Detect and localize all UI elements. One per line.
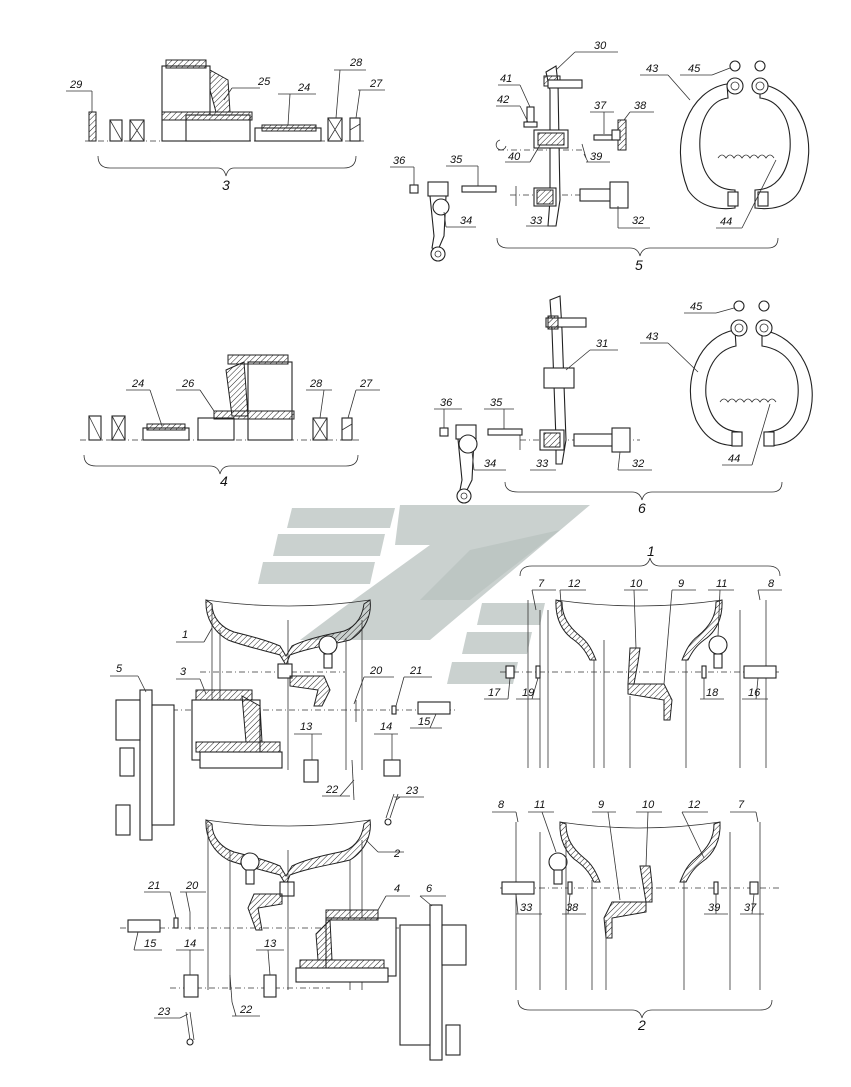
part-label: 14 xyxy=(184,938,196,950)
part-label: 20 xyxy=(369,665,383,677)
group-6-parts xyxy=(434,295,783,504)
part-labels-group-6: 31 36 35 34 33 32 43 45 44 xyxy=(440,301,740,470)
part-label: 30 xyxy=(594,40,607,52)
part-label: 31 xyxy=(596,338,608,350)
part-labels-group-4: 24 26 28 27 xyxy=(131,378,373,390)
part-label: 17 xyxy=(488,687,501,699)
part-label: 3 xyxy=(180,666,187,678)
part-label: 33 xyxy=(530,215,543,227)
part-label: 29 xyxy=(69,79,82,91)
part-label: 22 xyxy=(239,1004,252,1016)
group-label-4: 4 xyxy=(220,473,228,489)
part-label: 28 xyxy=(349,57,363,69)
part-label: 35 xyxy=(450,154,463,166)
part-label: 13 xyxy=(264,938,277,950)
part-label: 41 xyxy=(500,73,512,85)
part-label: 27 xyxy=(369,78,383,90)
part-labels-group-3: 29 25 24 28 27 xyxy=(69,57,383,94)
part-labels-right-assembly-2: 8 11 9 10 12 7 33 38 39 37 xyxy=(498,799,757,914)
group-4-parts xyxy=(80,354,380,475)
part-label: 9 xyxy=(598,799,604,811)
part-label: 34 xyxy=(484,458,496,470)
part-label: 16 xyxy=(748,687,761,699)
part-labels-left-assembly: 1 5 3 20 21 15 13 14 22 23 2 4 6 21 20 1… xyxy=(116,629,433,1018)
part-label: 44 xyxy=(728,453,740,465)
part-label: 33 xyxy=(520,902,533,914)
part-label: 2 xyxy=(393,848,400,860)
part-label: 38 xyxy=(566,902,579,914)
part-label: 7 xyxy=(738,799,745,811)
part-label: 6 xyxy=(426,883,433,895)
left-assembly xyxy=(110,599,467,1061)
watermark-logo xyxy=(258,505,590,684)
part-label: 36 xyxy=(393,155,406,167)
group-label-2: 2 xyxy=(637,1017,646,1033)
part-label: 27 xyxy=(359,378,373,390)
part-label: 32 xyxy=(632,458,644,470)
group-5-parts xyxy=(390,51,779,262)
part-label: 36 xyxy=(440,397,453,409)
part-label: 24 xyxy=(131,378,144,390)
part-label: 12 xyxy=(568,578,580,590)
part-label: 25 xyxy=(257,76,271,88)
part-label: 32 xyxy=(632,215,644,227)
part-label: 11 xyxy=(534,799,545,811)
right-assembly-2 xyxy=(492,811,780,1019)
part-label: 19 xyxy=(522,687,534,699)
part-label: 35 xyxy=(490,397,503,409)
group-label-6: 6 xyxy=(638,500,646,516)
part-label: 23 xyxy=(405,785,419,797)
part-label: 15 xyxy=(144,938,157,950)
part-label: 12 xyxy=(688,799,700,811)
part-label: 37 xyxy=(744,902,757,914)
part-label: 45 xyxy=(688,63,701,75)
part-label: 38 xyxy=(634,100,647,112)
part-label: 26 xyxy=(181,378,195,390)
right-assembly-1 xyxy=(484,557,782,768)
part-label: 28 xyxy=(309,378,323,390)
part-label: 21 xyxy=(409,665,422,677)
part-label: 10 xyxy=(642,799,655,811)
part-label: 42 xyxy=(497,94,509,106)
part-label: 39 xyxy=(708,902,720,914)
part-label: 20 xyxy=(185,880,199,892)
part-label: 10 xyxy=(630,578,643,590)
part-label: 4 xyxy=(394,883,400,895)
part-label: 7 xyxy=(538,578,545,590)
part-label: 13 xyxy=(300,721,313,733)
part-label: 40 xyxy=(508,151,521,163)
part-label: 43 xyxy=(646,331,659,343)
part-label: 9 xyxy=(678,578,684,590)
part-label: 18 xyxy=(706,687,719,699)
part-label: 21 xyxy=(147,880,160,892)
part-labels-group-5: 30 41 42 40 36 35 34 33 32 37 38 39 43 4… xyxy=(393,40,732,228)
brake-shoes-top xyxy=(640,60,810,229)
group-label-3: 3 xyxy=(222,177,230,193)
part-label: 22 xyxy=(325,784,338,796)
part-label: 5 xyxy=(116,663,123,675)
part-label: 23 xyxy=(157,1006,171,1018)
brake-shoes-middle xyxy=(640,300,813,466)
part-label: 34 xyxy=(460,215,472,227)
part-label: 43 xyxy=(646,63,659,75)
part-label: 39 xyxy=(590,151,602,163)
part-label: 44 xyxy=(720,216,732,228)
part-label: 8 xyxy=(498,799,505,811)
part-label: 24 xyxy=(297,82,310,94)
part-label: 33 xyxy=(536,458,549,470)
part-label: 45 xyxy=(690,301,703,313)
part-label: 37 xyxy=(594,100,607,112)
part-labels-right-assembly-1: 7 12 10 9 11 8 17 19 18 16 xyxy=(488,578,775,699)
group-number-labels: 3 4 5 6 1 2 xyxy=(220,177,655,1033)
part-label: 11 xyxy=(716,578,727,590)
group-label-5: 5 xyxy=(635,257,643,273)
group-3-parts xyxy=(66,59,385,177)
part-label: 1 xyxy=(182,629,188,641)
part-label: 15 xyxy=(418,716,431,728)
part-label: 14 xyxy=(380,721,392,733)
part-label: 8 xyxy=(768,578,775,590)
group-label-1: 1 xyxy=(647,543,655,559)
